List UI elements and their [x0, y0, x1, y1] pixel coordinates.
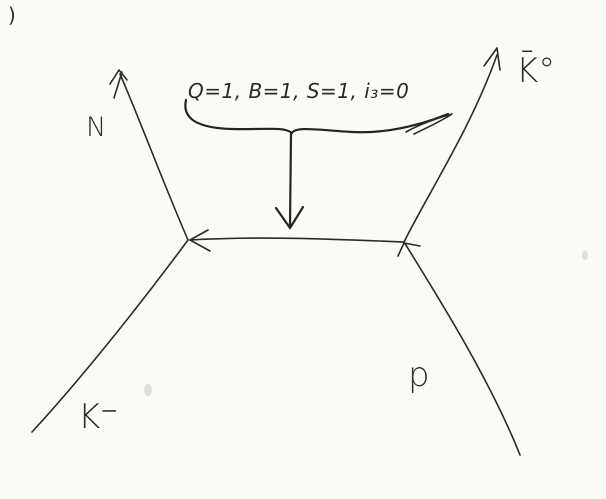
brace-scribble [405, 113, 453, 135]
line-K-minus [31, 239, 189, 433]
arrow-K0-head [483, 47, 501, 71]
line-K0-bar [403, 54, 498, 243]
label-N: N [86, 112, 106, 143]
propagator-line [189, 237, 405, 243]
paper-speck [144, 384, 152, 396]
line-N [119, 73, 189, 241]
propagator-arrow-icon [189, 229, 211, 252]
arrow-N-head [109, 69, 128, 85]
arrow-p-head [397, 242, 421, 257]
down-arrow-shaft [288, 132, 293, 228]
down-arrow-icon [274, 205, 305, 230]
line-p [403, 241, 521, 456]
label-K0-bar: K̄° [516, 50, 555, 91]
arrow-N-shaft [113, 71, 123, 99]
brace [184, 98, 450, 135]
corner-mark: ) [8, 3, 16, 27]
label-K-minus: K⁻ [78, 397, 118, 437]
label-p: p [408, 355, 430, 395]
paper-speck [582, 250, 588, 260]
quantum-numbers-label: Q=1, B=1, S=1, i₃=0 [188, 79, 409, 103]
